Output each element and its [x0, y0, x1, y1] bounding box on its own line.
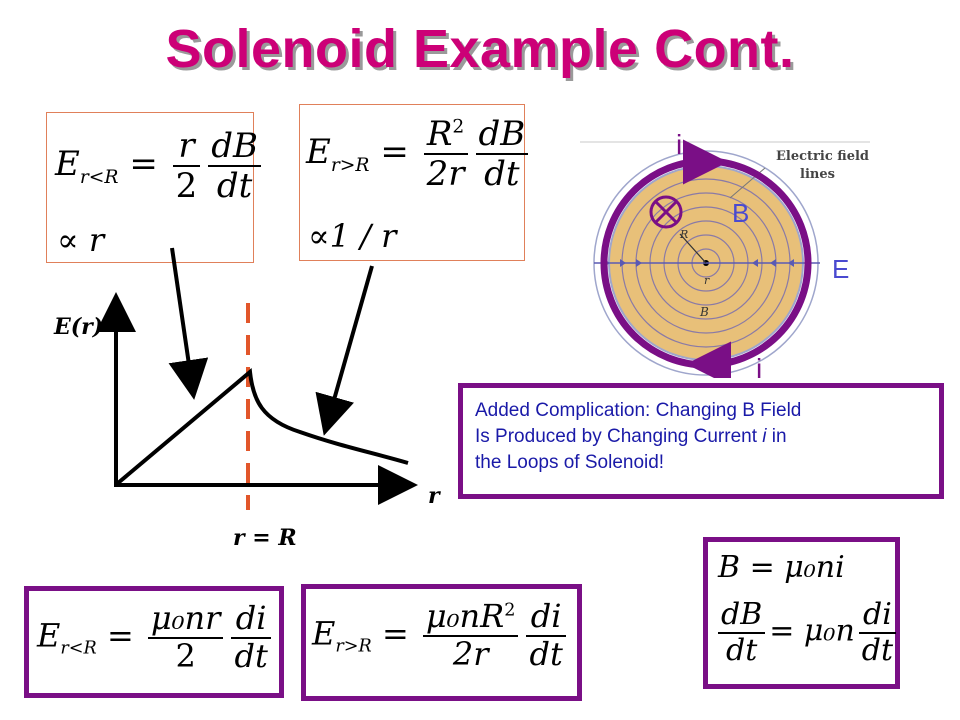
eq-dden2: dt — [861, 632, 894, 668]
current-label-bottom: i — [756, 353, 762, 378]
eq-b-line: B = μ₀ni — [718, 550, 845, 585]
eq-dden: dt — [529, 634, 563, 673]
eq-dden: dt — [216, 166, 253, 207]
note-line-3: the Loops of Solenoid! — [475, 452, 665, 473]
eq-lhs: E — [37, 616, 61, 655]
graph-y-label: E(r) — [54, 314, 104, 340]
eq-sub: r<R — [79, 166, 119, 188]
eq-num-sup: 2 — [452, 116, 465, 138]
page-title: Solenoid Example Cont. — [165, 19, 795, 79]
b-label: B — [732, 198, 749, 228]
radius-label-R: R — [679, 228, 688, 241]
note-line-2: Is Produced by Changing Current i in — [475, 426, 787, 447]
eq-dnum2: di — [858, 598, 897, 634]
eq-rhs: = μ₀n — [769, 613, 855, 649]
b-field-into-page-icon — [649, 195, 683, 229]
eq-equals: = — [129, 144, 158, 185]
radius-label-r: r — [704, 274, 710, 287]
eq-num: r — [172, 127, 201, 168]
eq-sub: r>R — [330, 154, 370, 176]
eq-num-base: μ₀nR — [425, 597, 505, 635]
b-label-small: B — [699, 305, 709, 319]
eq-equals: = — [106, 616, 134, 655]
eq-dnum: dB — [475, 115, 529, 156]
eq-equals: = — [380, 132, 409, 173]
eq-proportional: ∝1 / r — [308, 217, 397, 255]
eq-num-base: R — [426, 114, 453, 154]
eq-lhs: E — [306, 132, 331, 173]
solenoid-diagram: i i B E Electric field lines R r B — [580, 129, 870, 378]
e-field-curve — [116, 368, 409, 485]
eq-dnum: di — [526, 598, 566, 637]
field-caption-1: Electric field — [776, 149, 869, 164]
eq-sub: r<R — [60, 638, 97, 659]
eq-den: 2 — [175, 636, 196, 675]
eq-lhs: E — [312, 614, 336, 653]
eq-den: 2r — [426, 154, 465, 195]
pointer-arrow-outside — [315, 265, 374, 436]
eq-lhs: E — [55, 144, 80, 185]
note-line-1: Added Complication: Changing B Field — [475, 400, 802, 421]
e-label: E — [832, 254, 849, 284]
graph-marker-label: r = R — [233, 525, 297, 551]
eq-equals: = — [381, 614, 409, 653]
eq-num-sup: 2 — [504, 600, 516, 621]
eq-dden: dt — [484, 154, 520, 195]
complication-note: Added Complication: Changing B Field Is … — [458, 383, 944, 499]
pointer-arrow-inside — [168, 247, 209, 400]
eq-dnum: dB — [208, 127, 262, 168]
eq-proportional: ∝ r — [57, 221, 105, 259]
eq-sub: r>R — [335, 636, 372, 657]
eq-den: 2 — [175, 166, 198, 207]
eq-dnum: di — [231, 600, 271, 639]
eq-num: μ₀nr — [147, 600, 224, 639]
eq-dnum: dB — [718, 598, 766, 634]
eq-dden: dt — [725, 632, 758, 668]
graph-x-label: r — [428, 483, 440, 509]
eq-dden: dt — [234, 636, 268, 675]
eq-den: 2r — [452, 634, 489, 673]
field-caption-2: lines — [800, 167, 835, 182]
current-label-top: i — [676, 129, 682, 160]
